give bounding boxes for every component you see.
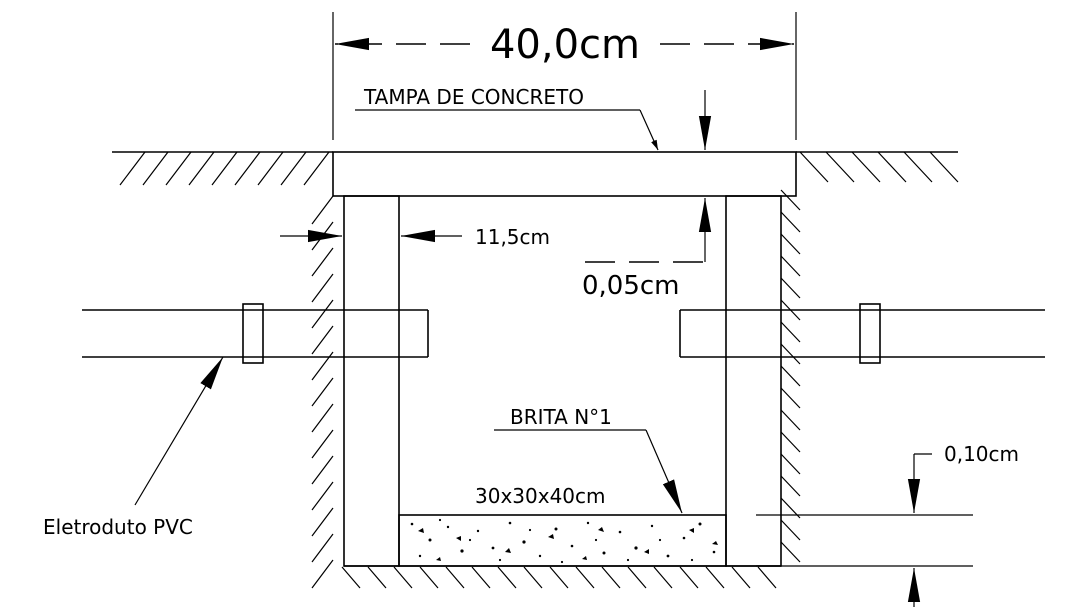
wall-right xyxy=(725,195,782,567)
conduit-label: Eletroduto PVC xyxy=(43,515,193,539)
wall-thickness-label: 11,5cm xyxy=(475,225,550,249)
dimension-gravel-thickness xyxy=(756,453,973,607)
lid-gap-label: 0,05cm xyxy=(582,271,680,301)
ground-left xyxy=(112,151,333,186)
lid-label: TAMPA DE CONCRETO xyxy=(363,85,584,109)
gravel-label: BRITA N°1 xyxy=(510,405,612,429)
dimension-total-width-label: 40,0cm xyxy=(490,22,640,68)
gravel-layer xyxy=(398,514,727,567)
conduit-left xyxy=(82,303,429,364)
wall-left xyxy=(343,195,400,567)
soil-hatch-left xyxy=(311,195,334,589)
dimension-total-width xyxy=(332,12,797,140)
gravel-stipple xyxy=(410,518,718,564)
lid-leader xyxy=(355,109,659,151)
gravel-size-label: 30x30x40cm xyxy=(475,484,606,508)
gravel-leader xyxy=(494,429,683,514)
soil-hatch-right xyxy=(780,189,801,563)
conduit-right xyxy=(679,303,1045,364)
gravel-thickness-label: 0,10cm xyxy=(944,442,1019,466)
concrete-lid xyxy=(332,151,797,197)
ground-right xyxy=(796,151,959,183)
conduit-leader xyxy=(134,356,224,506)
soil-hatch-bottom xyxy=(341,566,777,589)
